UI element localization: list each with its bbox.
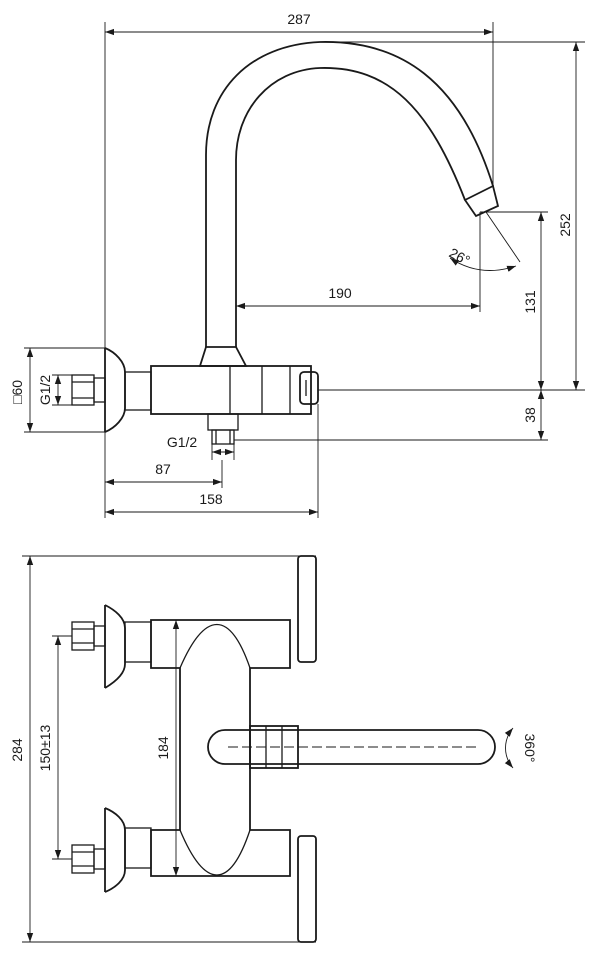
dim-190: 190 <box>236 212 481 312</box>
side-elevation-view: 287 252 131 38 190 <box>9 11 585 518</box>
dim-angle: 26° <box>447 211 521 272</box>
spout <box>205 41 500 347</box>
lower-inlet <box>71 807 152 893</box>
levers <box>297 555 317 943</box>
dim-38-label: 38 <box>522 407 538 423</box>
dim-131-label: 131 <box>522 290 538 314</box>
dim-thread-bottom-label: G1/2 <box>167 434 198 450</box>
dim-131: 131 <box>480 211 548 390</box>
dim-thread-side: G1/2 <box>37 374 72 406</box>
inlet-connector <box>71 371 152 411</box>
dim-158-label: 158 <box>199 491 223 507</box>
dim-angle-label: 26° <box>447 245 473 269</box>
dim-284: 284 <box>9 555 316 943</box>
mixer-body <box>150 346 319 445</box>
dim-158: 158 <box>105 404 319 518</box>
dim-thread-side-label: G1/2 <box>37 375 53 406</box>
wall-flange <box>104 347 126 433</box>
dim-38: 38 <box>234 390 548 441</box>
dim-square-60: □60 <box>9 347 105 433</box>
dim-thread-bottom: G1/2 <box>167 434 235 460</box>
dim-rotation: 360° <box>504 727 538 769</box>
dim-287: 287 <box>104 11 494 348</box>
dim-287-label: 287 <box>287 11 311 27</box>
dim-184: 184 <box>155 620 180 876</box>
dim-square-label: □60 <box>9 380 25 404</box>
dim-150-label: 150±13 <box>37 724 53 771</box>
dim-252: 252 <box>318 41 585 391</box>
dim-87: 87 <box>104 432 223 518</box>
body-frame <box>150 619 299 877</box>
upper-inlet <box>71 604 152 689</box>
dim-rotation-label: 360° <box>522 734 538 763</box>
dim-284-label: 284 <box>9 738 25 762</box>
dim-184-label: 184 <box>155 736 171 760</box>
dim-252-label: 252 <box>557 213 573 237</box>
spout-plan <box>207 729 496 765</box>
plan-view: 360° 284 150±13 184 <box>9 555 538 943</box>
dim-150: 150±13 <box>37 635 72 860</box>
dim-190-label: 190 <box>328 285 352 301</box>
dim-87-label: 87 <box>155 461 171 477</box>
